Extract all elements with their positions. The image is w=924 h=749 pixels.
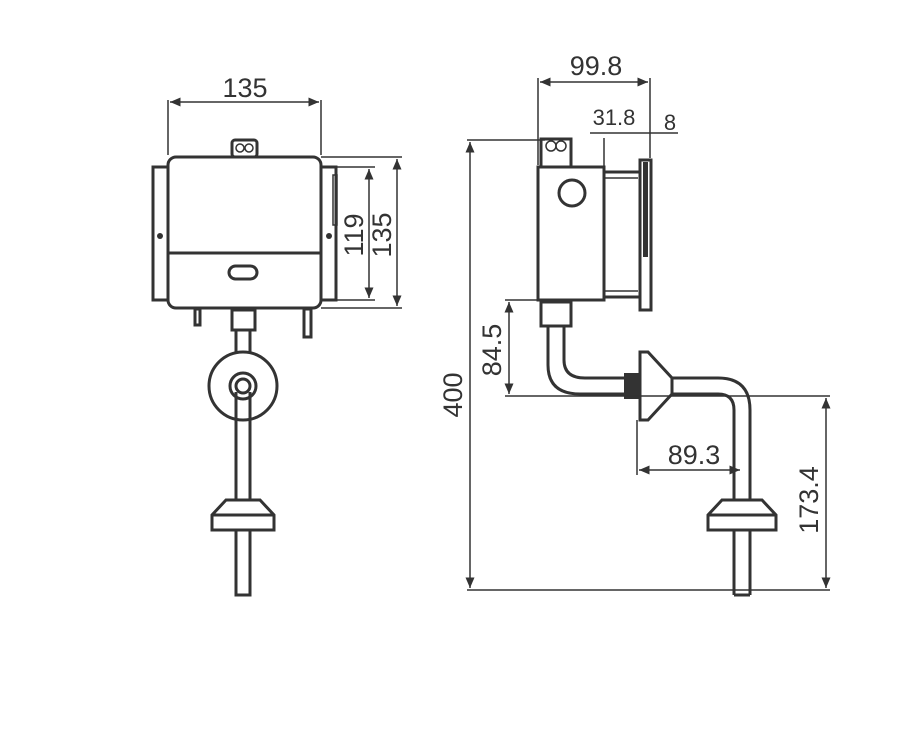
front-dimensions: 135 119 135: [167, 73, 402, 309]
dim-plate-thickness: 8: [664, 110, 676, 135]
dim-outlet-drop: 84.5: [477, 324, 507, 377]
control-box: [166, 155, 323, 310]
side-view: [536, 137, 778, 597]
sensor-window: [227, 264, 259, 281]
control-box-side: [536, 165, 606, 302]
dim-inner-height: 119: [339, 213, 369, 256]
wall-flange: [207, 350, 279, 422]
coupling-nut: [624, 373, 640, 399]
outlet-nut: [230, 308, 257, 332]
front-view: [151, 138, 338, 597]
side-sensor: [557, 178, 587, 208]
dim-total-height: 400: [438, 372, 468, 417]
dim-pipe-length: 173.4: [794, 466, 824, 534]
mount-plate: [602, 170, 642, 299]
dim-height: 135: [367, 212, 397, 257]
wall-plate: [638, 158, 653, 312]
dim-depth: 99.8: [570, 51, 623, 81]
left-fitting: [193, 307, 202, 327]
outlet-nut-side: [539, 300, 573, 328]
dim-plate-offset: 31.8: [593, 105, 636, 130]
right-fitting: [302, 307, 313, 339]
side-dimensions: 99.8 31.8 8 400 84.5 89.3 173.4: [438, 51, 831, 591]
dim-outlet-reach: 89.3: [668, 440, 721, 470]
dim-width: 135: [222, 73, 267, 103]
wall-flange-side: [638, 350, 674, 422]
